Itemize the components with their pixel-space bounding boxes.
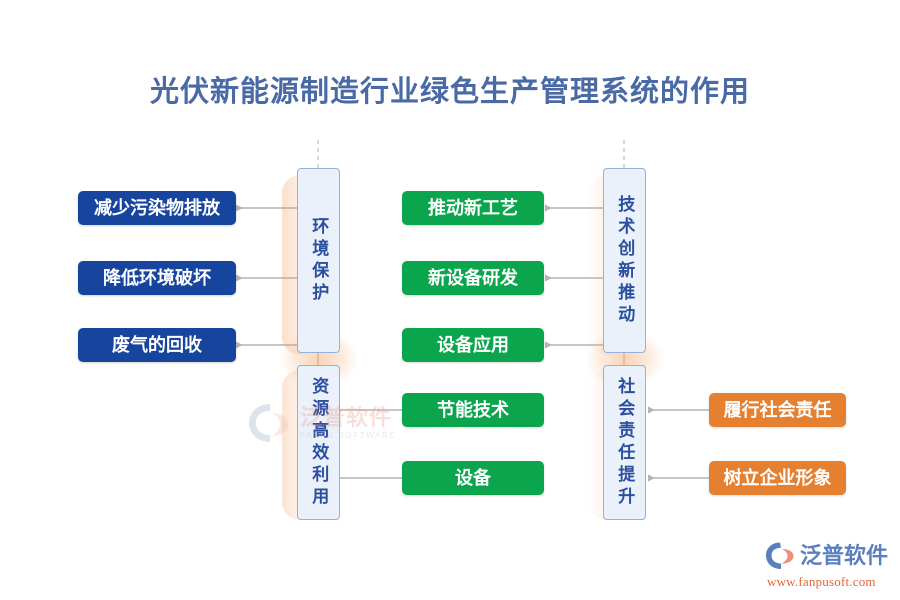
branch-environment-protection[interactable]: 环境保护 [297, 168, 340, 353]
node-equipment[interactable]: 设备 [402, 461, 544, 495]
node-waste-gas-recovery[interactable]: 废气的回收 [78, 328, 236, 362]
node-fulfill-social-responsibility[interactable]: 履行社会责任 [709, 393, 846, 427]
branch-technology-innovation-drive[interactable]: 技术创新推动 [603, 168, 646, 353]
logo-url: www.fanpusoft.com [767, 574, 876, 589]
node-reduce-pollutant-emission[interactable]: 减少污染物排放 [78, 191, 236, 225]
fanpu-logo-mark-icon [764, 541, 798, 571]
logo-row: 泛普软件 [764, 540, 890, 572]
branch-resource-efficient-use[interactable]: 资源高效利用 [297, 365, 340, 520]
node-build-corporate-image[interactable]: 树立企业形象 [709, 461, 846, 495]
branch-social-responsibility-uplift[interactable]: 社会责任提升 [603, 365, 646, 520]
node-new-equipment-rnd[interactable]: 新设备研发 [402, 261, 544, 295]
page-title: 光伏新能源制造行业绿色生产管理系统的作用 [149, 76, 750, 108]
node-energy-saving-technology[interactable]: 节能技术 [402, 393, 544, 427]
node-lower-environmental-damage[interactable]: 降低环境破坏 [78, 261, 236, 295]
logo-brand-cn: 泛普软件 [800, 543, 889, 568]
brand-logo: 泛普软件 www.fanpusoft.com [764, 540, 890, 592]
node-promote-new-process[interactable]: 推动新工艺 [402, 191, 544, 225]
fanpu-logo-mark-watermark-icon [246, 401, 296, 445]
node-equipment-application[interactable]: 设备应用 [402, 328, 544, 362]
